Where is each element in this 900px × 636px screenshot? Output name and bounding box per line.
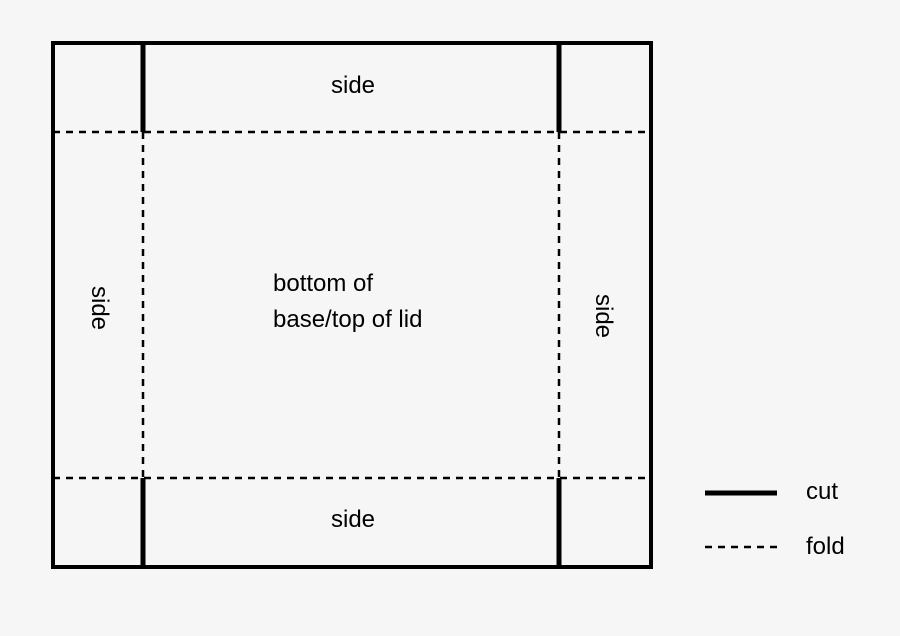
- side-label-left: side: [86, 286, 113, 330]
- center-label-line1: bottom of: [273, 270, 373, 297]
- side-label-top: side: [331, 72, 375, 99]
- center-label-line2: base/top of lid: [273, 306, 422, 333]
- legend-fold-label: fold: [806, 533, 845, 560]
- legend-cut-label: cut: [806, 478, 838, 505]
- side-label-bottom: side: [331, 506, 375, 533]
- legend: cut fold: [705, 478, 845, 560]
- outer-border: [51, 41, 653, 569]
- side-label-right: side: [590, 294, 617, 338]
